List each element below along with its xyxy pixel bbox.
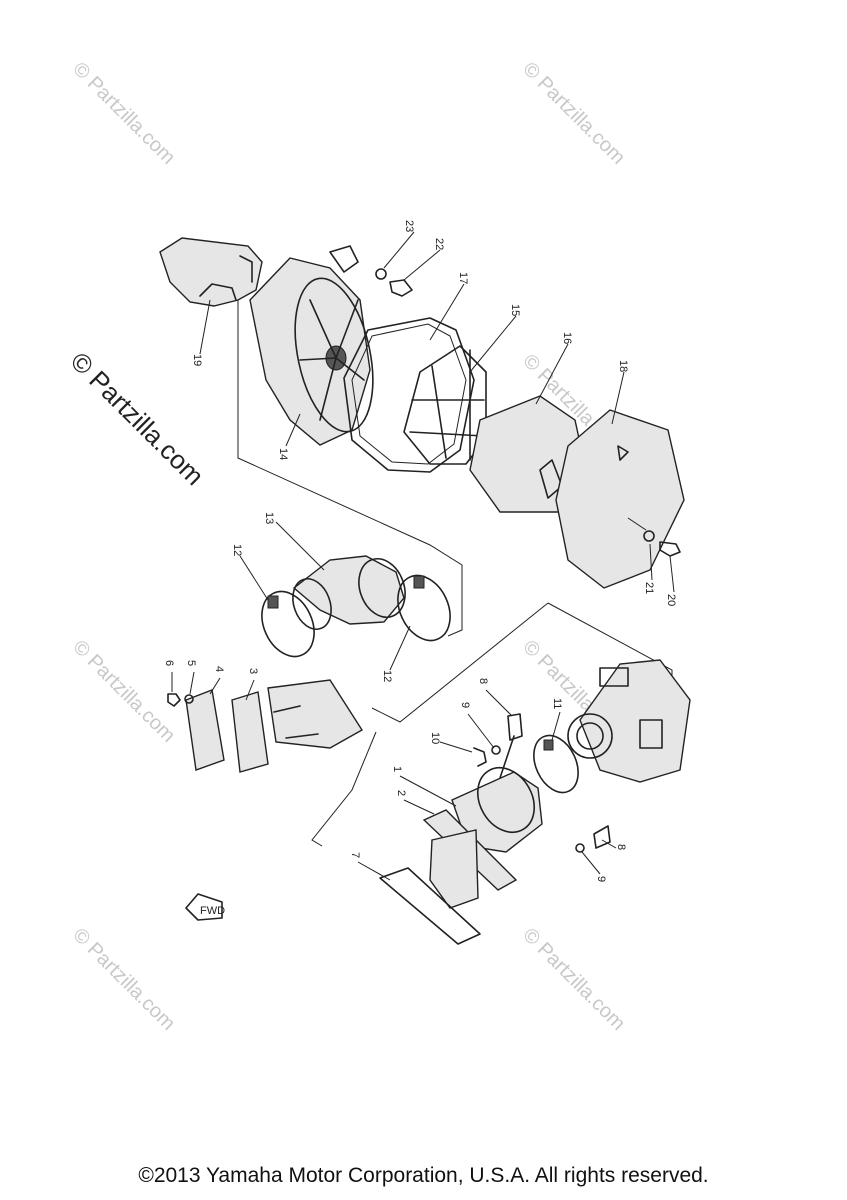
clamp-parts <box>261 574 451 658</box>
top-bolt-part <box>375 268 413 297</box>
callout-8-bottom: 8 <box>615 844 627 850</box>
fwd-label: FWD <box>200 905 225 917</box>
callout-2: 2 <box>395 790 407 796</box>
callout-23: 23 <box>403 220 415 232</box>
manifold-bolts <box>473 713 611 853</box>
callout-16: 16 <box>561 332 573 344</box>
callout-6: 6 <box>163 660 175 666</box>
air-duct-part <box>159 237 263 307</box>
reed-screw-part <box>167 693 194 707</box>
callout-9-top: 9 <box>459 702 471 708</box>
callout-4: 4 <box>213 666 225 672</box>
reed-gasket-part <box>379 867 481 945</box>
filter-frame-part <box>403 345 487 465</box>
gasket-part <box>343 317 475 473</box>
callout-8-top: 8 <box>477 678 489 684</box>
callout-10: 10 <box>429 732 441 744</box>
callout-9-bottom: 9 <box>595 876 607 882</box>
callout-5: 5 <box>185 660 197 666</box>
cover-bolt-part <box>643 530 681 557</box>
copyright-footer: ©2013 Yamaha Motor Corporation, U.S.A. A… <box>138 1164 709 1187</box>
callout-numbers: 23 22 17 15 16 18 19 14 13 12 12 21 20 8… <box>163 220 677 882</box>
air-filter-case-part <box>249 245 374 446</box>
callout-18: 18 <box>617 360 629 372</box>
callout-15: 15 <box>509 304 521 316</box>
callout-21: 21 <box>643 582 655 594</box>
carburetor-part <box>567 659 691 783</box>
callout-14: 14 <box>277 448 289 460</box>
callout-11: 11 <box>551 698 563 709</box>
callout-22: 22 <box>433 238 445 250</box>
callout-20: 20 <box>665 594 677 606</box>
fwd-arrow-icon: FWD <box>185 893 225 921</box>
reed-valve-parts <box>185 679 363 773</box>
cover-part <box>555 409 685 589</box>
reed-valve-body-part <box>422 809 518 909</box>
callout-1: 1 <box>391 766 403 772</box>
callout-13: 13 <box>263 512 275 524</box>
callout-12-left: 12 <box>231 544 243 556</box>
callout-12-right: 12 <box>381 670 393 682</box>
callout-7: 7 <box>349 852 361 858</box>
callout-17: 17 <box>457 272 469 284</box>
intake-joint-part <box>292 555 406 630</box>
callout-3: 3 <box>247 668 259 674</box>
callout-19: 19 <box>191 354 203 366</box>
carb-clamp-part <box>533 734 579 794</box>
leader-lines <box>171 231 675 881</box>
